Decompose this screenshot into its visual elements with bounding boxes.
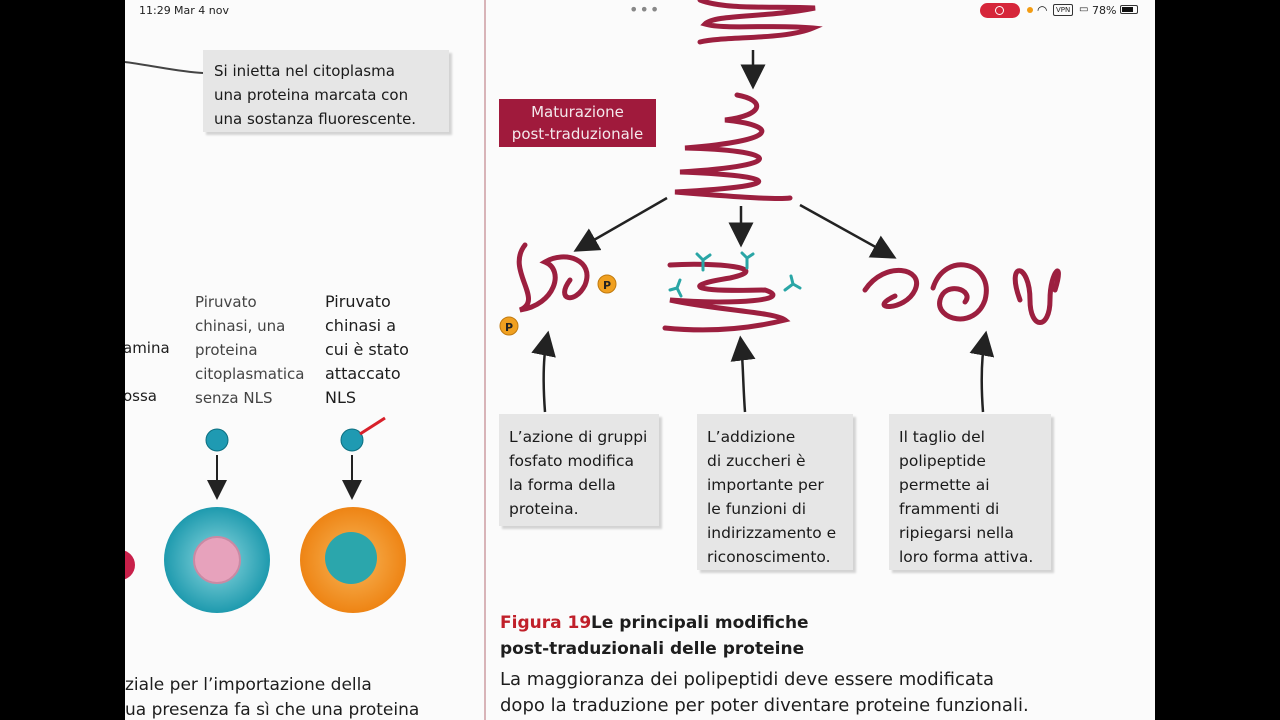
tablet-screen: 11:29 Mar 4 nov ••• ◠ VPN ▭ 78%	[125, 0, 1155, 720]
sugar-icon	[740, 251, 755, 270]
inject-note-text: Si inietta nel citoplasma una proteina m…	[214, 62, 417, 128]
status-date: Mar 4 nov	[174, 4, 229, 17]
label-cut-1: amina	[125, 339, 170, 357]
label-piruvato-no-nls: Piruvato chinasi, una proteina citoplasm…	[195, 293, 305, 407]
caption-sugar: L’addizione di zuccheri è importante per…	[697, 414, 853, 570]
sugar-icon	[695, 252, 712, 272]
phosphate-icon	[597, 274, 617, 294]
phosphate-symbol: P	[505, 321, 513, 334]
figure-title-text: Le principali modifiche post-traduzional…	[500, 613, 809, 659]
cell-teal-nucleus	[193, 536, 241, 584]
figure-body: La maggioranza dei polipeptidi deve esse…	[500, 669, 1029, 716]
screen-mirror-icon: ▭	[1079, 4, 1089, 15]
arrow-up-3	[969, 330, 995, 413]
label-piruvato-nls: Piruvato chinasi a cui è stato attaccato…	[325, 292, 409, 407]
phosphate-icon	[499, 316, 519, 336]
wifi-icon: ◠	[1037, 3, 1048, 17]
partial-cell	[125, 550, 135, 580]
record-dot	[995, 6, 1004, 15]
maturation-label: Maturazione post-traduzionale	[499, 99, 656, 147]
chain-top	[697, 0, 823, 45]
chain-folded	[674, 92, 793, 202]
protein-dot	[205, 428, 229, 452]
sugar-icon	[668, 278, 683, 298]
page-divider	[484, 0, 486, 720]
battery-percent: 78%	[1092, 4, 1117, 17]
chain-cleaved-3	[1012, 268, 1061, 325]
caption-cleavage: Il taglio del polipeptide permette ai fr…	[889, 414, 1051, 570]
arrow-right	[799, 203, 897, 259]
figure-title: Figura 19 Le principali modifiche post-t…	[500, 610, 820, 662]
camera-indicator-icon	[1027, 7, 1033, 13]
chain-cleaved-2	[930, 262, 989, 322]
figure-number: Figura 19	[500, 613, 592, 633]
arrow-up-1	[531, 330, 556, 413]
label-cut-2: ossa	[125, 387, 157, 405]
vpn-badge: VPN	[1053, 4, 1074, 16]
chain-phosphorylated	[516, 242, 590, 313]
battery-fill	[1122, 7, 1133, 12]
arrow-left	[573, 196, 668, 252]
protein-dot-nls	[340, 428, 364, 452]
pointer-line	[125, 61, 204, 74]
inject-note-box: Si inietta nel citoplasma una proteina m…	[203, 50, 449, 132]
nls-tag	[359, 416, 386, 436]
cell-orange-nucleus	[325, 532, 377, 584]
caption-phosphate: L’azione di gruppi fosfato modifica la f…	[499, 414, 659, 526]
status-time: 11:29	[139, 4, 171, 17]
arrow-up-2	[730, 335, 756, 413]
battery-icon	[1120, 5, 1138, 14]
multitask-dots-icon[interactable]: •••	[629, 0, 661, 19]
phosphate-symbol: P	[603, 279, 611, 292]
left-body-text: ziale per l’importazione della ua presen…	[125, 675, 420, 720]
sugar-icon	[783, 274, 802, 292]
chain-cleaved-1	[862, 267, 920, 309]
chain-glycosylated	[662, 261, 791, 333]
figure-drawings: P P	[125, 0, 1061, 613]
